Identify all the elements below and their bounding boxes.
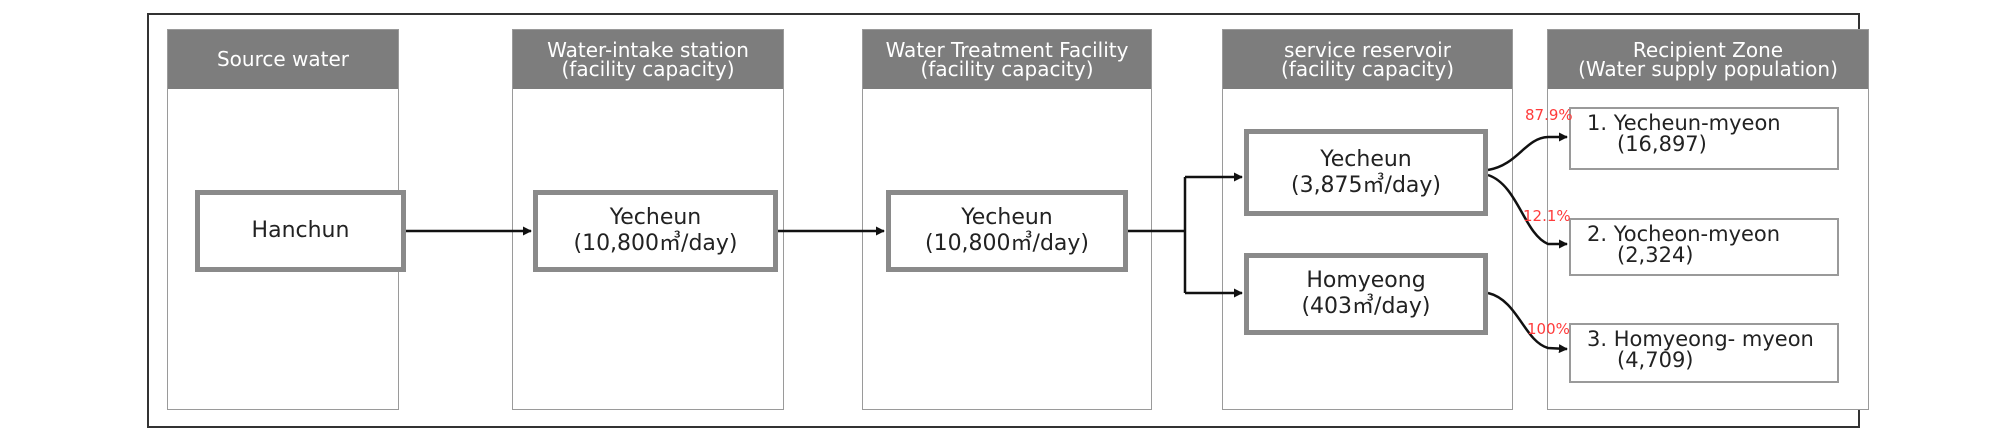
- column-service-reservoir: service reservoir (facility capacity): [1222, 29, 1513, 410]
- zone-yecheun-myeon: 1. Yecheun-myeon (16,897): [1569, 107, 1839, 170]
- column-header-line2: (Water supply population): [1578, 56, 1838, 81]
- node-capacity: (10,800㎥/day): [573, 231, 738, 256]
- zone-population: (16,897): [1617, 132, 1707, 156]
- column-header-line1: Source water: [216, 47, 350, 71]
- node-capacity: (3,875㎥/day): [1290, 172, 1442, 198]
- zone-name: 2. Yocheon-myeon: [1587, 222, 1781, 246]
- node-capacity: (10,800㎥/day): [924, 231, 1090, 256]
- node-yecheun-treatment: Yecheun (10,800㎥/day): [886, 190, 1128, 272]
- column-header: Recipient Zone (Water supply population): [1548, 30, 1868, 89]
- node-name: Yecheun: [609, 205, 702, 230]
- node-homyeong-reservoir: Homyeong (403㎥/day): [1244, 253, 1488, 335]
- column-header: Source water: [168, 30, 398, 89]
- node-hanchun: Hanchun: [195, 190, 406, 272]
- percent-label-zone-3: 100%: [1527, 320, 1570, 338]
- column-header-line1: Water-intake station: [547, 37, 749, 62]
- zone-population: (2,324): [1617, 243, 1694, 267]
- zone-population: (4,709): [1617, 348, 1694, 372]
- node-capacity: (403㎥/day): [1301, 294, 1431, 319]
- node-yecheun-intake: Yecheun (10,800㎥/day): [533, 190, 778, 272]
- column-header-line1: Water Treatment Facility: [885, 37, 1129, 62]
- percent-label-zone-1: 87.9%: [1525, 106, 1573, 124]
- node-label: Hanchun: [251, 218, 350, 243]
- column-header: Water Treatment Facility (facility capac…: [863, 30, 1151, 89]
- node-name: Homyeong: [1306, 268, 1426, 293]
- column-header: service reservoir (facility capacity): [1223, 30, 1512, 89]
- zone-yocheon-myeon: 2. Yocheon-myeon (2,324): [1569, 218, 1839, 276]
- column-header-line1: Recipient Zone: [1632, 37, 1784, 62]
- column-header: Water-intake station (facility capacity): [513, 30, 783, 89]
- node-name: Yecheun: [961, 205, 1053, 230]
- zone-homyeong-myeon: 3. Homyeong- myeon (4,709): [1569, 323, 1839, 383]
- node-name: Yecheun: [1320, 146, 1412, 172]
- column-header-line2: (facility capacity): [1280, 56, 1455, 81]
- column-header-line1: service reservoir: [1284, 37, 1451, 62]
- percent-label-zone-2: 12.1%: [1523, 207, 1571, 225]
- node-yecheun-reservoir: Yecheun (3,875㎥/day): [1244, 129, 1488, 216]
- column-header-line2: (facility capacity): [920, 56, 1094, 81]
- column-header-line2: (facility capacity): [561, 56, 735, 81]
- zone-name: 1. Yecheun-myeon: [1587, 111, 1781, 135]
- zone-name: 3. Homyeong- myeon: [1587, 327, 1814, 351]
